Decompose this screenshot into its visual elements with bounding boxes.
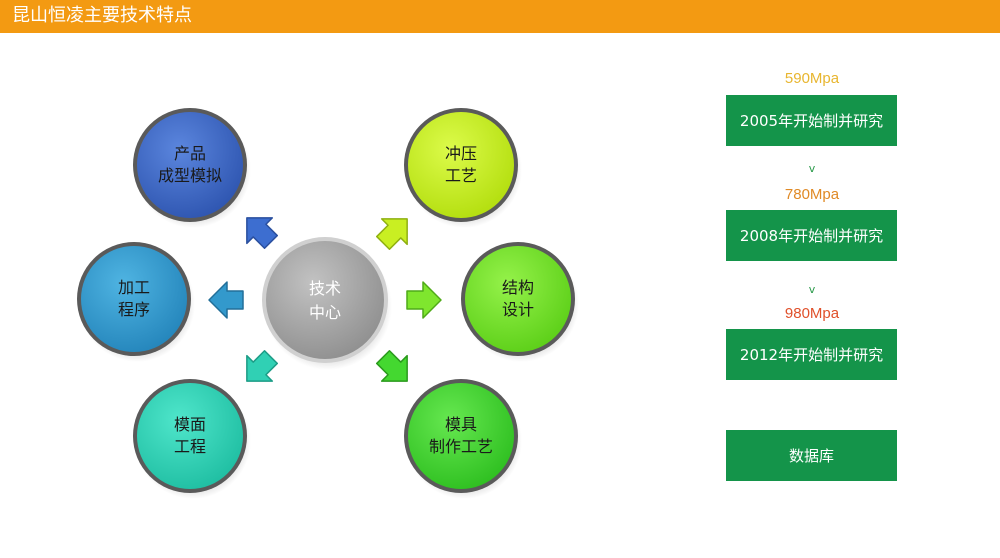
product-label-line1: 产品 — [174, 144, 206, 163]
machining-label-line1: 加工 — [118, 278, 150, 297]
arrow-to-mold — [375, 349, 408, 382]
node-stamping-process: 冲压 工艺 — [404, 108, 518, 222]
node-mold-process: 模具 制作工艺 — [404, 379, 518, 493]
arrow-to-stamping — [375, 218, 408, 251]
stamping-label-line2: 工艺 — [445, 166, 477, 185]
center-label-line1: 技术 — [309, 279, 341, 298]
node-product-simulation: 产品 成型模拟 — [133, 108, 247, 222]
surface-label-line2: 工程 — [174, 437, 206, 456]
product-label-line2: 成型模拟 — [158, 166, 222, 185]
page-title: 昆山恒凌主要技术特点 — [12, 5, 192, 26]
strength-980: 980Mpa — [784, 305, 840, 322]
structure-label-line1: 结构 — [502, 278, 534, 297]
timeline-box-2005: 2005年开始制并研究 — [726, 95, 897, 146]
strength-590: 590Mpa — [784, 70, 840, 87]
node-surface-engineering: 模面 工程 — [133, 379, 247, 493]
center-node: 技术 中心 — [262, 237, 388, 363]
database-button[interactable]: 数据库 — [726, 430, 897, 481]
stamping-label-line1: 冲压 — [445, 144, 477, 163]
machining-label-line2: 程序 — [118, 300, 150, 319]
chevron-down-icon: v — [808, 283, 816, 296]
node-structure-design: 结构 设计 — [461, 242, 575, 356]
structure-label-line2: 设计 — [502, 300, 534, 319]
arrow-to-product — [246, 217, 279, 250]
mold-label-line1: 模具 — [445, 415, 477, 434]
arrow-to-structure — [406, 281, 442, 319]
timeline-box-2012: 2012年开始制并研究 — [726, 329, 897, 380]
center-label-line2: 中心 — [309, 303, 341, 322]
chevron-down-icon: v — [808, 162, 816, 175]
arrow-to-machining — [208, 281, 244, 319]
strength-780: 780Mpa — [784, 186, 840, 203]
header-bar: 昆山恒凌主要技术特点 — [0, 0, 1000, 33]
timeline-box-2008: 2008年开始制并研究 — [726, 210, 897, 261]
node-machining-program: 加工 程序 — [77, 242, 191, 356]
arrow-to-surface — [246, 349, 279, 382]
surface-label-line1: 模面 — [174, 415, 206, 434]
mold-label-line2: 制作工艺 — [429, 437, 493, 456]
